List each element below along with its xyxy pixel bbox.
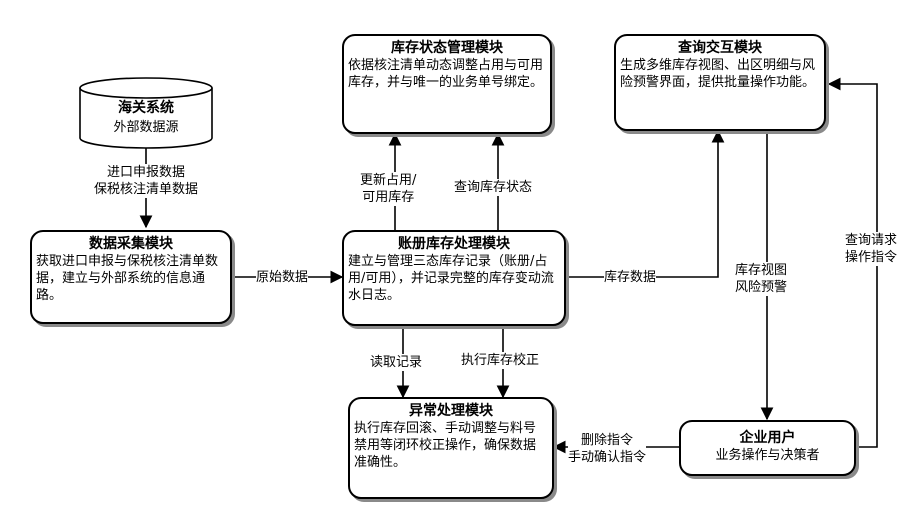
module-exception-desc: 执行库存回滚、手动调整与料号禁用等闭环校正操作，确保数据准确性。 — [350, 420, 552, 471]
edge-label-core-to-status-update: 更新占用/ 可用库存 — [360, 172, 416, 206]
module-status-title: 库存状态管理模块 — [344, 39, 550, 57]
module-core-title: 账册库存处理模块 — [344, 235, 564, 253]
edge-core-to-query — [566, 131, 718, 277]
edge-label-user-to-exception: 删除指令 手动确认指令 — [568, 432, 646, 466]
edge-label-core-to-exception-exec: 执行库存校正 — [461, 352, 539, 369]
module-collect-title: 数据采集模块 — [32, 235, 230, 253]
module-exception-title: 异常处理模块 — [350, 402, 552, 420]
module-query-title: 查询交互模块 — [616, 39, 824, 57]
edge-label-source-to-collect: 进口申报数据 保税核注清单数据 — [80, 164, 212, 198]
module-query-desc: 生成多维库存视图、出区明细与风险预警界面，提供批量操作功能。 — [616, 57, 824, 91]
actor-user-subtitle: 业务操作与决策者 — [681, 447, 854, 464]
module-status-desc: 依据核注清单动态调整占用与可用库存，并与唯一的业务单号绑定。 — [344, 57, 550, 91]
edge-label-core-to-query: 库存数据 — [604, 269, 656, 286]
actor-user: 企业用户 业务操作与决策者 — [679, 420, 856, 476]
source-title: 海关系统 — [78, 97, 214, 117]
module-status: 库存状态管理模块 依据核注清单动态调整占用与可用库存，并与唯一的业务单号绑定。 — [342, 34, 552, 134]
module-query: 查询交互模块 生成多维库存视图、出区明细与风险预警界面，提供批量操作功能。 — [614, 34, 826, 131]
source-subtitle: 外部数据源 — [78, 116, 214, 135]
module-core: 账册库存处理模块 建立与管理三态库存记录（账册/占用/可用），并记录完整的库存变… — [342, 230, 566, 326]
module-exception: 异常处理模块 执行库存回滚、手动调整与料号禁用等闭环校正操作，确保数据准确性。 — [348, 397, 554, 499]
actor-user-title: 企业用户 — [681, 429, 854, 447]
module-core-desc: 建立与管理三态库存记录（账册/占用/可用），并记录完整的库存变动流水日志。 — [344, 253, 564, 304]
module-collect-desc: 获取进口申报与保税核注清单数据，建立与外部系统的信息通路。 — [32, 253, 230, 304]
edge-label-core-to-status-query: 查询库存状态 — [454, 179, 532, 196]
edge-label-core-to-exception-read: 读取记录 — [370, 354, 422, 371]
edge-label-collect-to-core: 原始数据 — [256, 269, 308, 286]
module-collect: 数据采集模块 获取进口申报与保税核注清单数据，建立与外部系统的信息通路。 — [30, 230, 232, 324]
edge-label-query-to-user: 库存视图 风险预警 — [735, 262, 787, 296]
edge-label-user-to-query: 查询请求 操作指令 — [845, 232, 897, 266]
